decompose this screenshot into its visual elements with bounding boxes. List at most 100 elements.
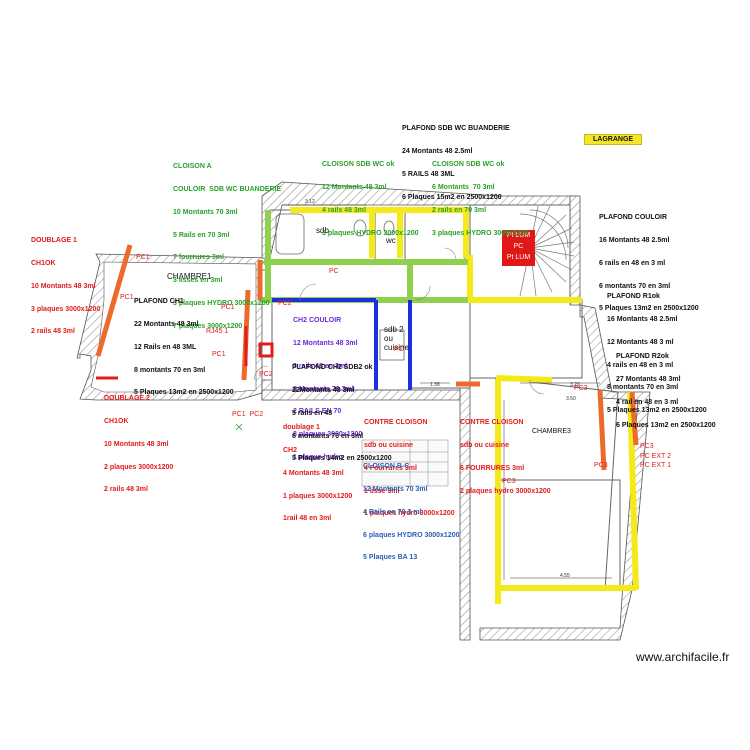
note-plafond-r1ok-line: 16 Montants 48 2.5ml xyxy=(607,315,678,323)
note-cloison-a-line: 7 fourrures 3ml xyxy=(173,254,224,262)
dim-4: 4.55 xyxy=(560,573,570,579)
note-plafond-ch1-line: PLAFOND CH1 xyxy=(134,298,184,306)
outlet-label: PC3 xyxy=(640,443,654,450)
room-label-sdb2: sdb 2 ou cuisine xyxy=(384,325,409,352)
note-plafond-sdb-line: PLAFOND SDB WC BUANDERIE xyxy=(402,125,510,133)
note-plafond-r2ok-line: 4 rail en 48 en 3 ml xyxy=(616,398,679,406)
note-plafond-couloir-line: 6 montants 70 en 3ml xyxy=(599,282,671,290)
room-palier xyxy=(469,299,583,379)
toilet xyxy=(383,220,395,236)
outlet-label: PC xyxy=(329,268,339,275)
room-couloir xyxy=(261,261,469,301)
note-plafond-sdb-line: 5 RAILS 48 3ML xyxy=(402,170,455,178)
note-doublage-2-line: 10 Montants 48 3ml xyxy=(104,440,169,448)
wall-right-top xyxy=(569,195,581,306)
note-plafond-r2ok-line: PLAFOND R2ok xyxy=(616,353,669,361)
note-contre-cloison-2-line: 2 plaques hydro 3000x1200 xyxy=(460,487,551,495)
note-doublage-1-line: 3 plaques 3000x1200 xyxy=(31,305,101,313)
light-point-label-3: Pt LUM xyxy=(506,254,531,261)
note-cloison-b-c-line: 12 Montants 70 3ml xyxy=(363,485,428,493)
rj45-label: RJ45 1 xyxy=(206,328,229,335)
note-cloison-a-line: 5 Rails en 70 3ml xyxy=(173,231,230,239)
note-ch2-couloir: CH2 COULOIR 12 Montants 48 3ml 3 rails 4… xyxy=(293,302,362,469)
room-label-wc: wc xyxy=(386,236,396,245)
note-plafond-sdb-line: 24 Montants 48 2.5ml xyxy=(402,147,473,155)
note-doublage-1-line: DOUBLAGE 1 xyxy=(31,237,77,245)
note-cloison-sdb-wc-1-line: 12 Montants 48 3ml xyxy=(322,183,387,191)
note-plafond-r1ok-line: 12 Montants 48 3 ml xyxy=(607,338,674,346)
note-plafond-r1ok: PLAFOND R1ok 16 Montants 48 2.5ml 12 Mon… xyxy=(607,278,707,422)
note-plafond-couloir: PLAFOND COULOIR 16 Montants 48 2.5ml 6 r… xyxy=(599,199,699,321)
note-cloison-sdb-wc-2-line: 3 plaques HYDRO 3000x1200 xyxy=(432,229,529,237)
note-contre-cloison-1-line: 1 plaques hydro 3000x1200 xyxy=(364,510,455,518)
note-doublage-ch2-line: CH2 xyxy=(283,446,298,454)
note-plafond-r2ok-line: 27 Montants 48 3ml xyxy=(616,375,681,383)
note-cloison-sdb-wc-2-line: 6 Montants 70 3ml xyxy=(432,183,495,191)
note-plafond-r1ok-line: 5 Plaques 13m2 en 2500x1200 xyxy=(607,407,707,415)
note-plafond-ch1-line: 5 Plaques 13m2 en 2500x1200 xyxy=(134,389,234,397)
note-plafond-r2ok: PLAFOND R2ok 27 Montants 48 3ml 4 rail e… xyxy=(616,338,716,437)
note-contre-cloison-2-line: 6 FOURRURES 3ml xyxy=(460,464,525,472)
note-cloison-b-c: CLOISON B-C 12 Montants 70 3ml 4 Rails e… xyxy=(363,448,460,570)
cross-marker xyxy=(235,423,243,431)
note-cloison-sdb-wc-1: CLOISON SDB WC ok 12 Montants 48 3ml 4 r… xyxy=(322,146,419,245)
note-contre-cloison-2-line: sdb ou cuisine xyxy=(460,441,510,449)
note-cloison-b-c-line: 4 Rails en 70 3 ml xyxy=(363,508,422,516)
note-plafond-r1ok-line: PLAFOND R1ok xyxy=(607,293,660,301)
note-cloison-sdb-wc-2-line: CLOISON SDB WC ok xyxy=(432,161,505,169)
light-point-label-1: Pt LUM xyxy=(506,232,531,239)
note-plafond-ch1-line: 12 Rails en 48 3ML xyxy=(134,343,197,351)
note-contre-cloison-1-line: CONTRE CLOISON xyxy=(364,419,428,427)
outlet-label: PC3 xyxy=(502,478,516,485)
note-ch2-couloir-line: 2 RAILS EN 70 xyxy=(293,408,342,416)
note-plafond-ch2-line: 5 rails en 48 xyxy=(292,409,333,417)
watermark: www.archifacile.fr xyxy=(636,650,730,664)
note-doublage-2-line: DOUBLAGE 2 xyxy=(104,395,150,403)
material-table xyxy=(361,439,449,487)
note-contre-cloison-1-line: sdb ou cuisine xyxy=(364,441,414,449)
bathtub xyxy=(275,213,305,255)
exterior-walls xyxy=(76,181,651,641)
note-cloison-a-line: COULOIR SDB WC BUANDERIE xyxy=(173,185,282,193)
outlet-label: PC3 xyxy=(574,385,588,392)
outlet-label: PC xyxy=(394,346,404,353)
outlet-label: PC1 xyxy=(212,351,226,358)
note-cloison-a-line: 3 lisses en 3ml xyxy=(173,277,223,285)
note-ch2-couloir-line: 1 plaque hydro xyxy=(293,453,343,461)
note-doublage-2: DOUBLAGE 2 CH1OK 10 Montants 48 3ml 2 pl… xyxy=(104,380,173,502)
outlet-label: PC1 PC2 xyxy=(232,411,264,418)
note-doublage-ch2-line: 4 Montants 48 3ml xyxy=(283,469,344,477)
fixtures xyxy=(275,213,405,361)
note-cloison-sdb-wc-1-line: 4 rails 48 3ml xyxy=(322,206,366,214)
note-cloison-b-c-line: 5 Plaques BA 13 xyxy=(363,554,418,562)
dim-3: 3.50 xyxy=(566,396,576,402)
room-label-chambre1: CHAMBRE1 xyxy=(167,272,212,281)
note-cloison-sdb-wc-1-line: CLOISON SDB WC ok xyxy=(322,161,395,169)
outlet-label-ext-2: PC EXT 2 xyxy=(640,453,671,460)
dim-1: 3.12 xyxy=(305,199,315,205)
note-cloison-sdb-wc-1-line: 3 plaques HYDRO 3000x1200 xyxy=(322,229,419,237)
note-plafond-sdb-line: 6 Plaques 15m2 en 2500x1200 xyxy=(402,193,502,201)
wall-right xyxy=(479,304,651,641)
outlet-label: PC1 xyxy=(136,254,150,261)
light-point-box: Pt LUM PC Pt LUM xyxy=(502,230,535,266)
outlet-label: PC3 xyxy=(594,462,608,469)
note-cloison-sdb-wc-2-line: 2 rails en 70 3ml xyxy=(432,206,487,214)
note-cloison-a-line: 3 plaques HYDRO 3000x1200 xyxy=(173,299,270,307)
yellow-walls xyxy=(290,207,639,604)
project-tag: LAGRANGE xyxy=(584,134,643,145)
dimension-lines xyxy=(282,204,612,580)
note-plafond-couloir-line: 5 Plaques 13m2 en 2500x1200 xyxy=(599,305,699,313)
outlet-label: PC1 xyxy=(120,294,134,301)
staircase xyxy=(519,205,575,297)
note-contre-cloison-2-line: CONTRE CLOISON xyxy=(460,419,524,427)
note-plafond-couloir-line: 16 Montants 48 2.5ml xyxy=(599,236,670,244)
note-contre-cloison-1-line: 4 Fourrures 3ml xyxy=(364,464,417,472)
room-chambre-right xyxy=(409,299,471,389)
note-cloison-sdb-wc-2: CLOISON SDB WC ok 6 Montants 70 3ml 2 ra… xyxy=(432,146,529,245)
note-ch2-couloir-line: 3 rails 48 en 3ml xyxy=(293,362,348,370)
note-ch2-couloir-line: 12 Montants 48 3ml xyxy=(293,339,358,347)
outlet-label-ext-1: PC EXT 1 xyxy=(640,462,671,469)
note-plafond-ch2-line: 6 montants 70 en 3ml xyxy=(292,432,364,440)
